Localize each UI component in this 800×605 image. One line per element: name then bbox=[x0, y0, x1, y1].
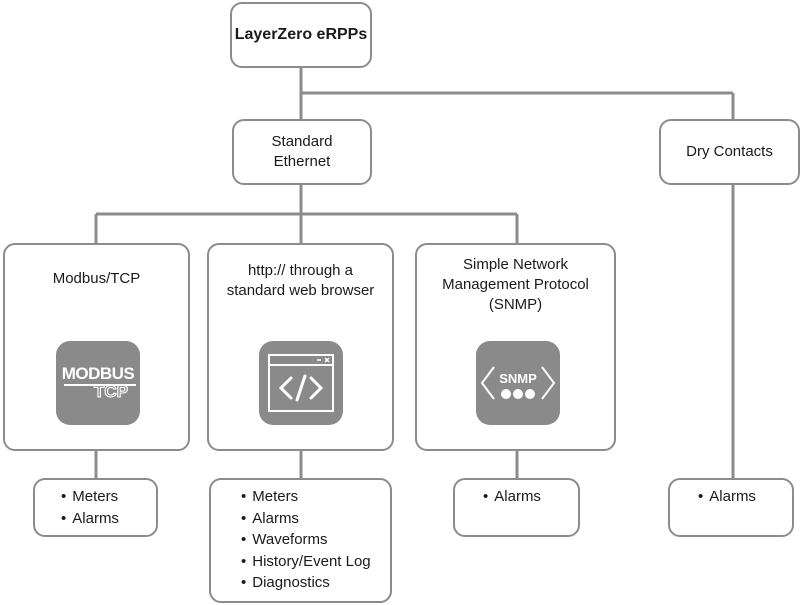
root-node: LayerZero eRPPs bbox=[230, 2, 372, 68]
root-label: LayerZero eRPPs bbox=[234, 26, 368, 43]
snmp-icon-text: SNMP bbox=[499, 371, 537, 386]
list-item: Waveforms bbox=[241, 529, 371, 551]
snmp-title: Simple Network Management Protocol (SNMP… bbox=[417, 255, 614, 315]
snmp-title-line1: Simple Network bbox=[462, 256, 569, 273]
http-items: Meters Alarms Waveforms History/Event Lo… bbox=[241, 486, 371, 594]
modbus-icon-text-top: MODBUS bbox=[62, 364, 135, 383]
snmp-node: Simple Network Management Protocol (SNMP… bbox=[415, 243, 616, 451]
list-item: Alarms bbox=[698, 486, 756, 508]
list-item: Diagnostics bbox=[241, 572, 371, 594]
list-item: Alarms bbox=[61, 508, 119, 530]
modbus-node: Modbus/TCP MODBUS TCP bbox=[3, 243, 190, 451]
modbus-tcp-icon: MODBUS TCP bbox=[56, 341, 140, 425]
http-title: http:// through a standard web browser bbox=[209, 261, 392, 301]
dry-contacts-items: Alarms bbox=[698, 486, 756, 508]
snmp-feature-list: Alarms bbox=[453, 478, 580, 537]
ethernet-label-line1: Standard bbox=[271, 133, 333, 150]
dry-contacts-feature-list: Alarms bbox=[668, 478, 794, 537]
snmp-title-line3: (SNMP) bbox=[488, 296, 543, 313]
modbus-title: Modbus/TCP bbox=[52, 270, 141, 287]
list-item: Alarms bbox=[483, 486, 541, 508]
list-item: Alarms bbox=[241, 508, 371, 530]
ethernet-label-line2: Ethernet bbox=[273, 153, 331, 170]
http-title-line2: standard web browser bbox=[226, 282, 375, 299]
http-node: http:// through a standard web browser bbox=[207, 243, 394, 451]
http-title-line1: http:// through a bbox=[247, 262, 354, 279]
modbus-feature-list: Meters Alarms bbox=[33, 478, 158, 537]
dry-contacts-node: Dry Contacts bbox=[659, 119, 800, 185]
snmp-items: Alarms bbox=[483, 486, 541, 508]
modbus-items: Meters Alarms bbox=[61, 486, 119, 529]
snmp-title-line2: Management Protocol bbox=[442, 276, 589, 293]
http-feature-list: Meters Alarms Waveforms History/Event Lo… bbox=[209, 478, 392, 603]
web-code-icon bbox=[259, 341, 343, 425]
list-item: Meters bbox=[241, 486, 371, 508]
ethernet-node: Standard Ethernet bbox=[232, 119, 372, 185]
snmp-icon: SNMP bbox=[476, 341, 560, 425]
dry-contacts-label: Dry Contacts bbox=[686, 143, 773, 160]
list-item: Meters bbox=[61, 486, 119, 508]
list-item: History/Event Log bbox=[241, 551, 370, 573]
modbus-icon-text-bottom: TCP bbox=[94, 382, 128, 401]
